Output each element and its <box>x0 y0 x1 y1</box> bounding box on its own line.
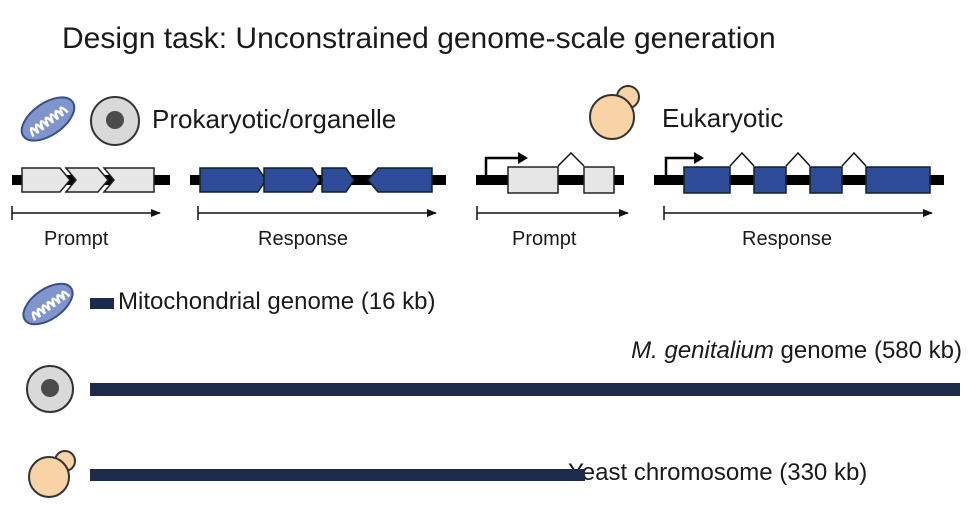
response-gene-2 <box>263 167 321 193</box>
yeast-chromosome-label: Yeast chromosome (330 kb) <box>568 459 867 487</box>
eukaryotic-prompt-track <box>476 151 624 194</box>
promoter-arrow-icon <box>484 156 520 175</box>
genome-name: Yeast chromosome <box>568 459 773 486</box>
exon-2 <box>583 166 615 194</box>
genome-size: (330 kb) <box>779 459 868 486</box>
prompt-gene-1 <box>21 167 71 193</box>
mitochondrion-icon <box>22 282 74 326</box>
genome-size: (580 kb) <box>873 337 962 364</box>
intron-line <box>557 151 585 167</box>
prompt-gene-2 <box>64 167 109 193</box>
yeast-cell-icon <box>28 450 76 498</box>
promoter-arrow-icon <box>664 156 696 175</box>
prompt-gene-3 <box>102 167 155 193</box>
prokaryotic-response-track <box>190 167 446 193</box>
intron-line <box>841 151 867 167</box>
genome-species: M. genitalium <box>631 337 774 364</box>
mitochondrial-genome-label: Mitochondrial genome (16 kb) <box>118 288 436 316</box>
prokaryotic-prompt-span <box>11 206 161 220</box>
yeast-cell-icon <box>589 85 640 140</box>
eukaryotic-response-span <box>663 206 933 220</box>
response-gene-1 <box>199 167 267 193</box>
genome-size-bar-mgenitalium <box>90 383 960 396</box>
exon-4 <box>865 166 931 194</box>
prokaryotic-prompt-track <box>12 167 170 193</box>
prokaryotic-cell-icon <box>26 365 74 413</box>
prokaryotic-section-title: Prokaryotic/organelle <box>152 104 397 134</box>
exon-1 <box>683 166 731 194</box>
prokaryotic-cell-icon <box>90 96 140 146</box>
genome-name: genome <box>780 337 868 364</box>
mitochondrion-icon <box>20 96 76 142</box>
exon-1 <box>507 166 559 194</box>
genome-name: Mitochondrial genome <box>118 288 355 315</box>
eukaryotic-response-track <box>654 151 944 194</box>
exon-3 <box>809 166 843 194</box>
intron-line <box>729 151 755 167</box>
eukaryotic-prompt-span <box>476 206 629 220</box>
eukaryotic-response-label: Response <box>742 228 833 250</box>
genome-size-bar-yeast <box>90 469 585 481</box>
response-gene-3 <box>321 167 355 193</box>
mgenitalium-genome-label: M. genitalium genome (580 kb) <box>631 337 962 365</box>
prokaryotic-prompt-label: Prompt <box>44 228 109 250</box>
diagram-title: Design task: Unconstrained genome-scale … <box>62 22 776 55</box>
genome-size: (16 kb) <box>360 288 436 315</box>
exon-2 <box>753 166 787 194</box>
prokaryotic-response-span <box>197 206 437 220</box>
eukaryotic-section-title: Eukaryotic <box>662 103 784 133</box>
intron-line <box>785 151 811 167</box>
eukaryotic-prompt-label: Prompt <box>512 228 577 250</box>
genome-size-bar-mitochondrial <box>90 298 114 309</box>
prokaryotic-response-label: Response <box>258 228 349 250</box>
response-gene-4 <box>367 167 433 193</box>
